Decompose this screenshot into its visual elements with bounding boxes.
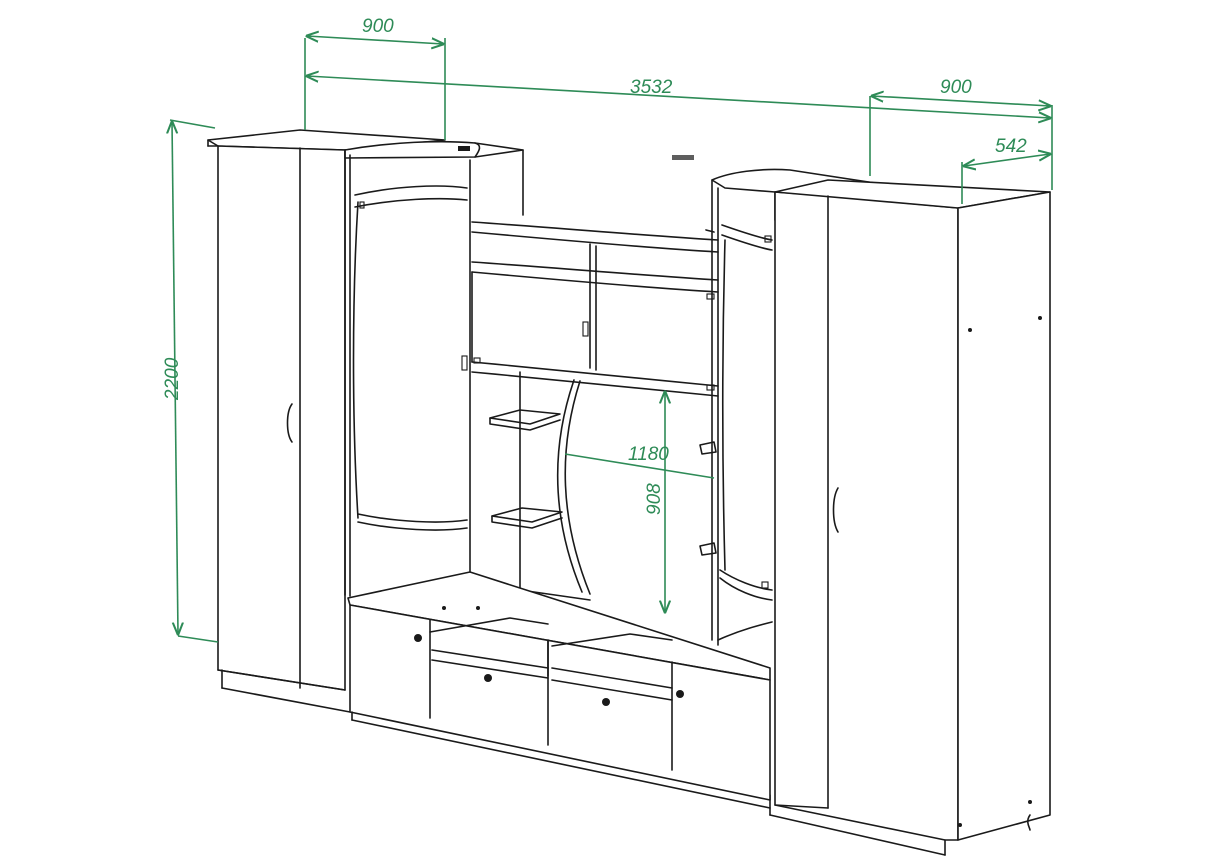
dim-left-width: 900 [362,16,394,37]
dim-total-width: 3532 [630,77,673,98]
dim-height: 2200 [162,357,183,401]
right-wardrobe [769,179,1051,856]
left-glass-cabinet [344,140,524,601]
dim-tv-niche-width: 1180 [628,444,669,465]
dim-right-width: 900 [940,77,972,98]
dim-depth: 542 [995,136,1027,157]
right-wardrobe-handle [832,487,839,533]
left-wardrobe-handle [286,403,293,443]
bottom-stand [347,571,771,809]
dim-tv-niche-height: 908 [644,483,665,515]
drawer-knob [484,674,492,682]
marks [458,146,694,160]
drawer-knob [602,698,610,706]
dimensions: 900 3532 900 542 2200 1180 908 [162,16,1053,643]
drawer-knob [414,634,422,642]
center-tv-section [469,221,719,601]
drawer-knob [676,690,684,698]
